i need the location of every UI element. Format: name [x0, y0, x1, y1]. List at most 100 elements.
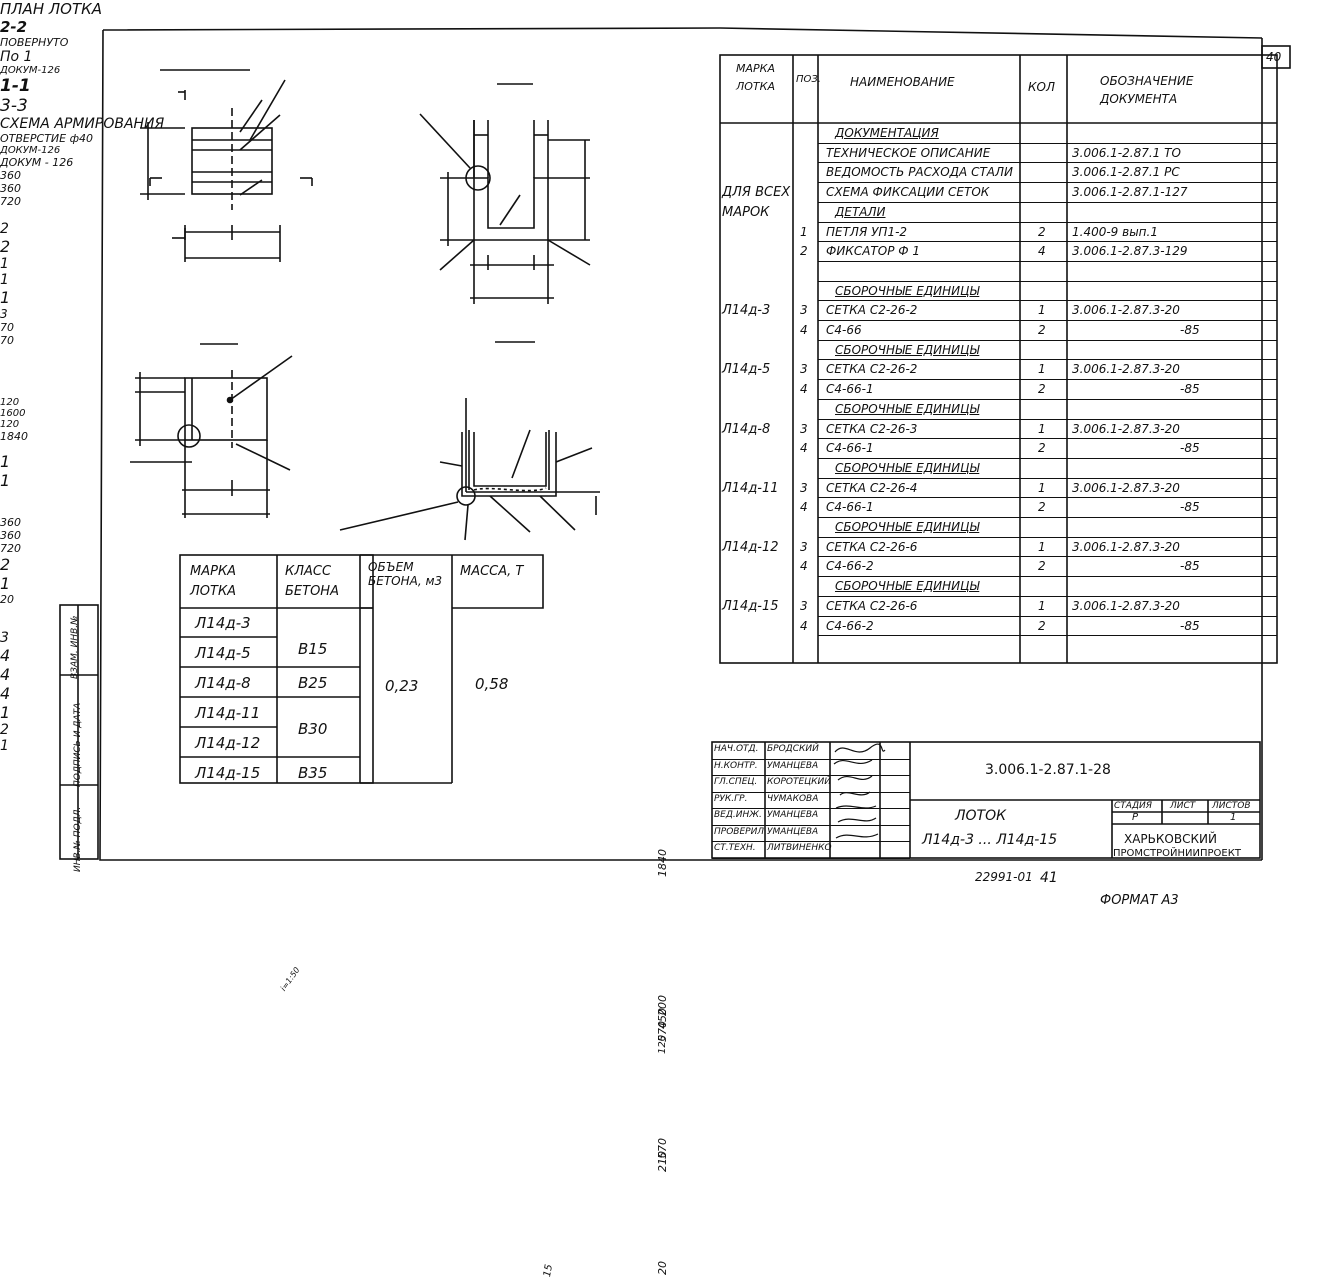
- spec-cell-pos: 3: [800, 480, 808, 495]
- spec-cell-doc: -85: [1180, 323, 1200, 337]
- spec-cell-name: С4-66-2: [826, 618, 874, 633]
- title-block-role: СТ.ТЕХН.: [714, 843, 756, 853]
- title-block-name: КОРОТЕЦКИЙ: [767, 777, 832, 787]
- s22-dim-70a: 70: [0, 321, 14, 334]
- spec-cell-qty: 2: [1038, 224, 1046, 239]
- title-block-frame: [711, 741, 1261, 859]
- title-block-name: УМАНЦЕВА: [767, 810, 819, 820]
- spec-row-line: [818, 398, 1277, 400]
- spec-cell-pos: 4: [800, 441, 808, 456]
- plan-cut-1a: 1: [0, 256, 9, 272]
- spec-cell-doc: 3.006.1-2.87.3-20: [1072, 362, 1180, 377]
- ct-mark-4: Л14д-11: [195, 704, 261, 722]
- tb-marks-range: Л14д-3 ... Л14д-15: [922, 832, 1058, 848]
- s33-leader-1: 1: [0, 703, 11, 722]
- spec-cell-qty: 1: [1038, 598, 1046, 613]
- ct-class-b35: В35: [298, 764, 328, 782]
- s22-dim-1840: 1840: [0, 430, 28, 443]
- plan-title: ПЛАН ЛОТКА: [0, 0, 103, 18]
- title-block-name: БРОДСКИЙ: [767, 744, 819, 754]
- spec-cell-doc: 3.006.1-2.87.3-20: [1072, 539, 1180, 554]
- spec-table-frame: [719, 54, 1278, 664]
- format-label: ФОРМАТ А3: [1100, 893, 1179, 908]
- title-block-row-line: [712, 857, 910, 859]
- spec-cell-doc: 3.006.1-2.87.3-129: [1072, 244, 1188, 259]
- spec-row-line: [818, 241, 1277, 243]
- spec-cell-pos: 4: [800, 323, 808, 337]
- spec-cell-name: С4-66-1: [826, 382, 874, 397]
- plan-cut-2a: 2: [0, 221, 9, 237]
- spec-cell-qty: 2: [1038, 559, 1046, 574]
- s33-leader-3: 3: [0, 630, 9, 646]
- spec-cell-mark: МАРОК: [722, 204, 770, 220]
- plan-leader-1: 1: [0, 288, 11, 307]
- spec-row-line: [818, 576, 1277, 578]
- s33-leader-1b: 1: [0, 738, 9, 754]
- drawing-sheet: [59, 27, 1291, 861]
- spec-cell-pos: 3: [800, 362, 808, 377]
- s33-leader-4a: 4: [0, 646, 11, 665]
- spec-row-line: [818, 221, 1277, 223]
- tb-sheets: 1: [1230, 812, 1237, 823]
- ct-mark-5: Л14д-12: [195, 734, 261, 752]
- s11-leader-2: 2: [0, 555, 11, 574]
- spec-row-line: [818, 477, 1277, 479]
- ct-mass: 0,58: [475, 675, 509, 693]
- spec-row-line: [818, 418, 1277, 420]
- spec-row-line: [818, 260, 1277, 262]
- title-block-role: ГЛ.СПЕЦ.: [714, 777, 758, 787]
- section-22-subtitle: ПОВЕРНУТО: [0, 36, 69, 49]
- s22-dim-1600: 1600: [0, 408, 26, 419]
- title-block-name: ЛИТВИНЕНКО: [767, 843, 832, 853]
- spec-row-line: [818, 300, 1277, 302]
- spec-cell-qty: 1: [1038, 362, 1046, 377]
- spec-cell-qty: 4: [1038, 244, 1046, 259]
- section-1-1-view: [130, 343, 293, 518]
- spec-cell-mark: Л14д-11: [722, 480, 779, 496]
- title-block-name: УМАНЦЕВА: [767, 826, 819, 837]
- tb-designation: 3.006.1-2.87.1-28: [985, 762, 1111, 778]
- s11-leader-1: 1: [0, 574, 11, 593]
- spec-cell-name: ПЕТЛЯ УП1-2: [826, 224, 908, 239]
- spec-cell-name: СБОРОЧНЫЕ ЕДИНИЦЫ: [835, 401, 980, 416]
- tb-sheets-header: ЛИСТОВ: [1212, 801, 1251, 811]
- spec-cell-qty: 1: [1038, 480, 1046, 495]
- s33-leader-4c: 4: [0, 684, 11, 703]
- spec-row-line: [818, 162, 1277, 164]
- dokum126-label-33: ДОКУМ - 126: [0, 156, 74, 169]
- title-block-row-line: [712, 758, 910, 760]
- spec-cell-mark: Л14д-8: [722, 421, 771, 437]
- plan-leader-3: 3: [0, 307, 8, 321]
- spec-cell-qty: 2: [1038, 618, 1046, 633]
- spec-row-line: [818, 497, 1277, 499]
- bottom-code: 22991-01: [975, 870, 1033, 884]
- spec-cell-pos: 2: [800, 244, 808, 259]
- s33-leader-4b: 4: [0, 665, 11, 684]
- ct-header-volume: ОБЪЕМ БЕТОНА, м3: [368, 560, 443, 588]
- spec-cell-name: ТЕХНИЧЕСКОЕ ОПИСАНИЕ: [826, 145, 991, 160]
- ct-class-b25: В25: [298, 674, 328, 692]
- s11-dim-total: 720: [0, 542, 21, 555]
- ct-class-b15: В15: [298, 640, 328, 658]
- hole-label: ОТВЕРСТИЕ ф40: [0, 132, 93, 145]
- spec-cell-qty: 1: [1038, 421, 1046, 436]
- section-11-title: 1-1: [0, 76, 31, 96]
- title-block-row-line: [712, 841, 910, 842]
- plan-dim-w1: 360: [0, 169, 21, 182]
- spec-cell-name: СБОРОЧНЫЕ ЕДИНИЦЫ: [835, 520, 980, 534]
- side-stamp-sign: ПОДПИСЬ И ДАТА: [73, 702, 83, 787]
- dokum126-label-11: ДОКУМ-126: [0, 145, 61, 156]
- spec-cell-pos: 1: [800, 224, 808, 239]
- spec-cell-qty: 1: [1038, 539, 1046, 554]
- tb-product: ЛОТОК: [955, 808, 1007, 824]
- spec-cell-doc: -85: [1180, 441, 1200, 456]
- spec-cell-doc: -85: [1180, 382, 1200, 397]
- spec-cell-mark: Л14д-5: [722, 362, 771, 378]
- spec-row-line: [818, 142, 1277, 144]
- title-block-name: УМАНЦЕВА: [767, 760, 819, 771]
- spec-cell-doc: -85: [1180, 559, 1200, 574]
- tb-stage-header: СТАДИЯ: [1114, 801, 1152, 811]
- spec-cell-doc: 1.400-9 вып.1: [1072, 224, 1158, 239]
- ct-mark-3: Л14д-8: [195, 674, 251, 692]
- spec-cell-mark: Л14д-3: [722, 303, 771, 319]
